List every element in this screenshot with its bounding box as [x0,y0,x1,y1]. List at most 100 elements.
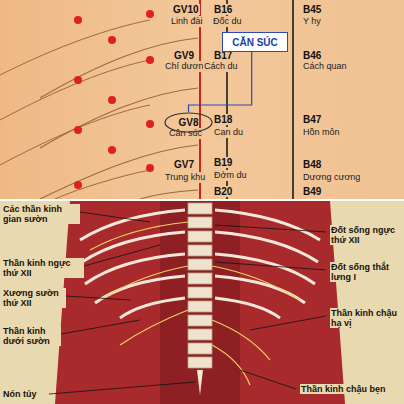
point-ellipse: GV8 [164,112,213,133]
line-shape [80,212,150,222]
circle-shape [146,120,154,128]
line-shape [49,382,195,394]
rect-shape [188,203,212,214]
rect-shape [188,301,212,312]
spine-nerves-panel [0,201,404,404]
path-shape [0,105,150,165]
point-name: Cách du [203,61,239,72]
point-code: B48 [302,159,322,170]
point-name: Linh đài [170,16,204,27]
circle-shape [74,181,82,189]
point-code: B47 [302,114,322,125]
rect-shape [188,231,212,242]
circle-shape [146,56,154,64]
circle-shape [74,16,82,24]
rect-shape [188,217,212,228]
circle-shape [108,96,116,104]
rect-shape [0,0,404,199]
line-shape [61,320,140,334]
line-shape [66,296,130,300]
rect-shape [188,357,212,368]
path-shape [0,20,150,75]
rect-shape [188,315,212,326]
path-shape [0,60,150,120]
point-code: GV9 [173,50,195,61]
anatomy-label: Nón tủy [2,389,38,399]
anatomy-label: Thần kinh chậu bẹn [300,384,387,394]
g-shape [188,203,212,368]
point-code: B16 [213,4,233,15]
point-name: Đởm du [213,170,247,181]
rect-shape [160,201,240,404]
point-name: Cách quan [302,61,348,72]
line-shape [250,316,326,330]
path-shape [55,170,150,199]
anatomy-label: Đốt sống ngực thứ XII [330,225,402,245]
g-shape [74,10,154,189]
node-text: CĂN SÚC [223,37,287,49]
circle-shape [74,126,82,134]
anatomy-label: Đốt sống thắt lưng I [330,262,402,282]
rect-shape [188,245,212,256]
anatomy-label: Các thần kinh gian sườn [2,204,80,224]
circle-shape [74,76,82,84]
point-code: GV7 [173,159,195,170]
rect-shape [0,201,404,404]
g-shape [90,222,300,385]
path-shape [100,266,188,300]
point-code: B20 [213,186,233,197]
path-shape [215,232,318,262]
rect-shape [188,259,212,270]
path-shape [40,88,198,148]
circle-shape [146,164,154,172]
path-shape [197,370,203,395]
path-shape [120,310,188,345]
g-shape [49,212,326,394]
path-shape [55,201,345,404]
rect-shape [188,273,212,284]
rect-shape [188,343,212,354]
path-shape [215,254,315,284]
line-shape [84,245,160,266]
point-name: Can du [213,127,244,138]
anatomy-label: Thần kinh ngực thứ XII [2,258,84,278]
node-text: GV8 [164,117,213,128]
point-code: B45 [302,4,322,15]
point-name: Dương cương [302,172,361,183]
point-code: B18 [213,114,233,125]
callout-box: CĂN SÚC [222,32,288,52]
point-code: GV10 [172,4,200,15]
path-shape [212,345,250,385]
ellipse-shape [165,113,212,132]
path-shape [82,232,185,262]
point-code: B46 [302,50,322,61]
line-shape [292,0,294,199]
anatomy-label: Xương sườn thứ XII [2,288,66,308]
circle-shape [108,36,116,44]
line-shape [240,370,296,389]
rect-shape [188,329,212,340]
path-shape [215,210,320,240]
path-shape [215,298,280,318]
path-shape [85,254,185,284]
rect-shape [188,287,212,298]
path-shape [90,222,188,250]
line-shape [199,0,201,199]
path-shape [140,190,198,199]
path-shape [212,320,270,360]
g-shape [80,210,320,318]
point-name: Trung khu [164,172,206,183]
line-shape [215,262,326,270]
anatomy-label: Thần kinh dưới sườn [2,326,61,346]
circle-shape [108,146,116,154]
line-shape [215,225,326,232]
path-shape [212,266,300,300]
circle-shape [146,10,154,18]
point-name: Hồn môn [302,127,341,138]
point-name: Y hy [302,16,322,27]
back-skin-panel [0,0,404,199]
anatomy-label: Thần kinh chậu hạ vị [330,308,402,328]
point-code: B19 [213,157,233,168]
point-name: Đốc du [212,16,243,27]
